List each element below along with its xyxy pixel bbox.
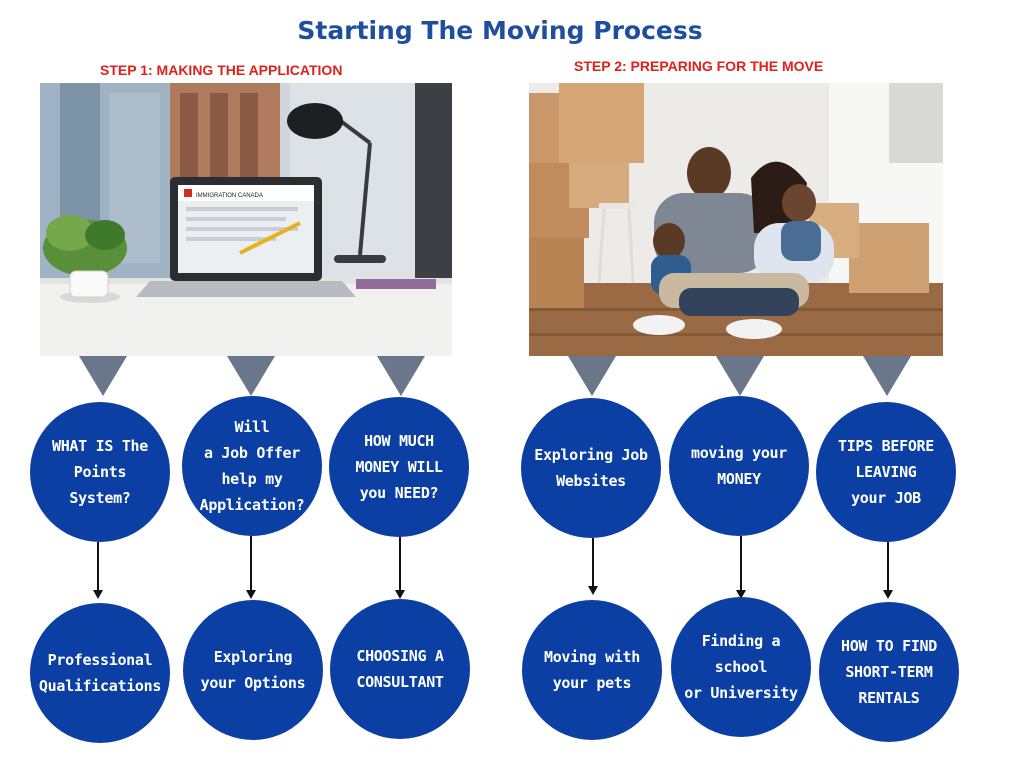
subtopic-choosing-consultant[interactable]: CHOOSING A CONSULTANT — [330, 599, 470, 739]
arrow-head-icon — [736, 590, 746, 599]
pointer-triangle — [79, 356, 127, 396]
step-2-label: STEP 2: PREPARING FOR THE MOVE — [574, 58, 824, 74]
pointer-triangle — [377, 356, 425, 396]
subtopic-professional-qualifications[interactable]: Professional Qualifications — [30, 603, 170, 743]
arrow-head-icon — [93, 590, 103, 599]
subtopic-short-term-rentals[interactable]: HOW TO FIND SHORT-TERM RENTALS — [819, 602, 959, 742]
pointer-triangle — [227, 356, 275, 396]
subtopic-moving-with-pets[interactable]: Moving with your pets — [522, 600, 662, 740]
connector-line — [740, 536, 742, 590]
pointer-triangle — [568, 356, 616, 396]
subtopic-finding-school[interactable]: Finding a school or University — [671, 597, 811, 737]
topic-job-offer[interactable]: Will a Job Offer help my Application? — [182, 396, 322, 536]
connector-line — [399, 537, 401, 590]
connector-line — [250, 536, 252, 590]
connector-line — [592, 538, 594, 586]
arrow-head-icon — [395, 590, 405, 599]
arrow-head-icon — [883, 590, 893, 599]
pointer-triangle — [716, 356, 764, 396]
subtopic-exploring-options[interactable]: Exploring your Options — [183, 600, 323, 740]
topic-money-needed[interactable]: HOW MUCH MONEY WILL you NEED? — [329, 397, 469, 537]
laptop-screen-text: IMMIGRATION CANADA — [196, 193, 263, 199]
topic-moving-money[interactable]: moving your MONEY — [669, 396, 809, 536]
step-1-label: STEP 1: MAKING THE APPLICATION — [100, 62, 343, 78]
connector-line — [887, 542, 889, 590]
topic-tips-leaving-job[interactable]: TIPS BEFORE LEAVING your JOB — [816, 402, 956, 542]
arrow-head-icon — [246, 590, 256, 599]
topic-points-system[interactable]: WHAT IS The Points System? — [30, 402, 170, 542]
family-moving-photo — [529, 83, 943, 356]
connector-line — [97, 542, 99, 590]
topic-job-websites[interactable]: Exploring Job Websites — [521, 398, 661, 538]
arrow-head-icon — [588, 586, 598, 595]
pointer-triangle — [863, 356, 911, 396]
page-title: Starting The Moving Process — [297, 16, 703, 45]
laptop-desk-photo: IMMIGRATION CANADA — [40, 83, 452, 356]
